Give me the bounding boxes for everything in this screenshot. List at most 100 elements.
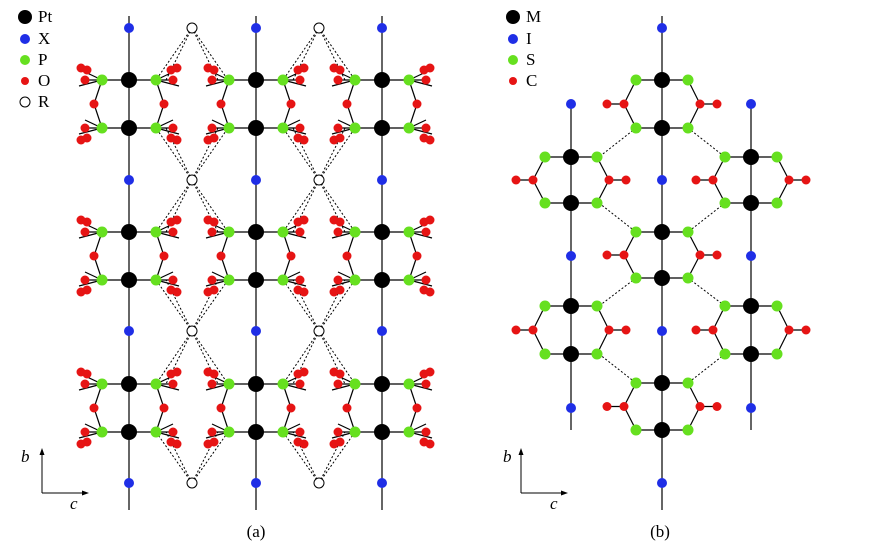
axis-a-c-arrowhead — [82, 490, 89, 496]
legend-b-label-i: I — [526, 29, 532, 48]
ligand-atom — [539, 348, 551, 360]
terminal-atom — [299, 135, 309, 145]
ligand-atom — [403, 74, 415, 86]
legend-b: M I S C — [506, 7, 541, 90]
ligand-atom — [96, 122, 108, 134]
terminal-atom — [295, 227, 305, 237]
terminal-atom — [76, 135, 86, 145]
halide-atom — [124, 23, 134, 33]
hydrogen-bond — [155, 431, 193, 484]
panel-a-structure — [76, 16, 435, 510]
legend-a-symbol-x — [20, 34, 30, 44]
terminal-atom — [425, 439, 435, 449]
hydrogen-bond — [318, 179, 356, 233]
hydrogen-bond — [155, 179, 193, 233]
terminal-atom — [421, 427, 431, 437]
metal-atom — [248, 376, 264, 392]
metal-atom — [374, 224, 390, 240]
terminal-atom — [286, 251, 296, 261]
ligand-atom — [403, 274, 415, 286]
terminal-atom — [604, 325, 614, 335]
hydrogen-bond — [191, 279, 229, 332]
halide-atom — [124, 175, 134, 185]
halide-atom — [566, 251, 576, 261]
hydrogen-bond — [155, 27, 193, 81]
terminal-atom — [80, 123, 90, 133]
open-ring-atom — [186, 325, 198, 337]
ligand-atom — [539, 151, 551, 163]
terminal-atom — [329, 135, 339, 145]
ligand-atom — [96, 274, 108, 286]
ligand-atom — [349, 226, 361, 238]
terminal-atom — [412, 99, 422, 109]
terminal-atom — [528, 175, 538, 185]
metal-atom — [374, 72, 390, 88]
hydrogen-bond — [598, 202, 637, 233]
terminal-atom — [421, 275, 431, 285]
legend-a-symbol-r — [19, 96, 31, 108]
metal-atom — [248, 224, 264, 240]
halide-atom — [251, 326, 261, 336]
ligand-atom — [630, 272, 642, 284]
hydrogen-bond — [191, 431, 229, 484]
terminal-atom — [329, 439, 339, 449]
ligand-atom — [150, 226, 162, 238]
axis-a-c-label: c — [70, 494, 78, 513]
hydrogen-bond — [318, 330, 356, 385]
ligand-atom — [719, 348, 731, 360]
terminal-atom — [333, 227, 343, 237]
terminal-atom — [299, 63, 309, 73]
terminal-atom — [421, 379, 431, 389]
terminal-atom — [619, 250, 629, 260]
terminal-atom — [172, 439, 182, 449]
ligand-atom — [96, 426, 108, 438]
ligand-atom — [682, 226, 694, 238]
halide-atom — [251, 23, 261, 33]
ligand-atom — [150, 122, 162, 134]
halide-atom — [377, 175, 387, 185]
ligand-atom — [630, 122, 642, 134]
hydrogen-bond — [687, 353, 726, 384]
terminal-atom — [342, 251, 352, 261]
terminal-atom — [76, 215, 86, 225]
hydrogen-bond — [282, 330, 320, 385]
hydrogen-bond — [191, 127, 229, 181]
terminal-atom — [695, 99, 705, 109]
hydrogen-bond — [282, 127, 320, 181]
ligand-atom — [539, 300, 551, 312]
ligand-atom — [349, 274, 361, 286]
ligand-atom — [223, 122, 235, 134]
terminal-atom — [602, 99, 612, 109]
legend-a-symbol-p — [20, 55, 30, 65]
terminal-atom — [329, 215, 339, 225]
ligand-atom — [682, 424, 694, 436]
hydrogen-bond — [318, 127, 356, 181]
ligand-atom — [591, 300, 603, 312]
terminal-atom — [784, 325, 794, 335]
legend-a-label-r: R — [38, 92, 50, 111]
metal-atom — [654, 375, 670, 391]
terminal-atom — [691, 175, 701, 185]
terminal-atom — [89, 251, 99, 261]
halide-atom — [657, 326, 667, 336]
legend-b-symbol-m — [506, 10, 520, 24]
halide-atom — [124, 326, 134, 336]
panel-a-atoms — [76, 22, 435, 489]
ligand-atom — [539, 197, 551, 209]
metal-atom — [248, 424, 264, 440]
halide-atom — [746, 251, 756, 261]
ligand-atom — [277, 378, 289, 390]
terminal-atom — [159, 403, 169, 413]
caption-a: (a) — [247, 522, 266, 541]
hydrogen-bond — [165, 279, 193, 332]
terminal-atom — [425, 367, 435, 377]
terminal-atom — [299, 287, 309, 297]
legend-b-label-c: C — [526, 71, 537, 90]
axis-b-b-label: b — [503, 447, 512, 466]
hydrogen-bond — [318, 431, 346, 484]
terminal-atom — [528, 325, 538, 335]
terminal-atom — [511, 175, 521, 185]
terminal-atom — [76, 439, 86, 449]
terminal-atom — [203, 439, 213, 449]
metal-atom — [654, 224, 670, 240]
